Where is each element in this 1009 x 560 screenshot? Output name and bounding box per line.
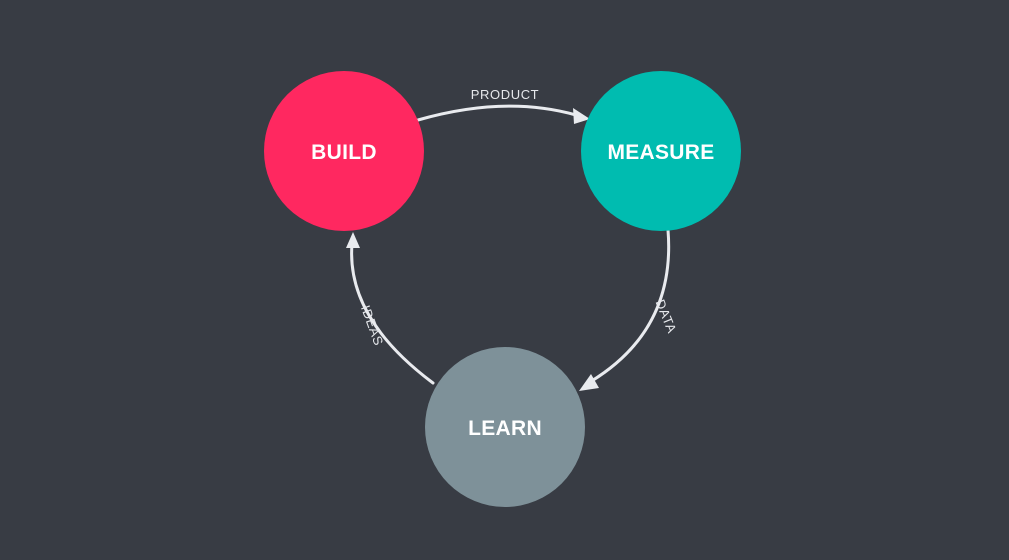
measure-circle [581,71,741,231]
node-build: BUILD [264,71,424,231]
node-label-learn: LEARN [468,417,542,440]
edge-product: PRODUCT [416,87,590,124]
ideas-arrowhead-icon [346,232,360,248]
learn-circle [425,347,585,507]
edge-label-ideas: IDEAS [358,303,386,348]
node-label-build: BUILD [311,141,377,164]
ideas-arrow-line [350,242,435,385]
node-label-measure: MEASURE [607,141,714,164]
edge-data: DATA [579,228,680,391]
edge-label-data: DATA [653,297,680,335]
edge-label-product: PRODUCT [471,87,539,102]
product-arrowhead-icon [573,108,590,124]
data-arrow-line [588,228,671,384]
node-learn: LEARN [425,347,585,507]
product-arrow-line [416,104,578,122]
edge-ideas: IDEAS [346,232,435,385]
node-measure: MEASURE [581,71,741,231]
data-arrowhead-icon [579,374,599,391]
build-circle [264,71,424,231]
